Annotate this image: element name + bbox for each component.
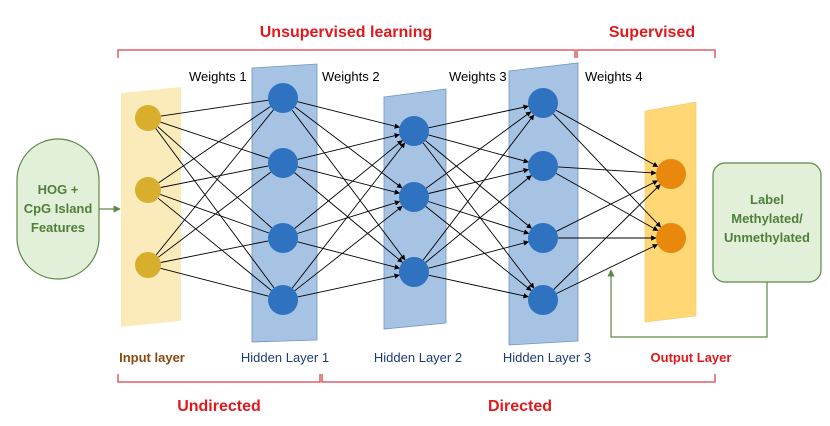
connection-hidden2-1-to-hidden3-3 [425, 140, 532, 229]
connection-input-1-to-hidden1-1 [160, 99, 269, 117]
hidden-layer-1-band [251, 63, 318, 343]
connection-input-3-to-hidden1-4 [160, 267, 269, 297]
hidden3-node-4 [528, 285, 558, 315]
connection-hidden2-3-to-hidden3-1 [422, 114, 535, 261]
weights-3-label: Weights 3 [449, 69, 507, 84]
connection-input-1-to-hidden1-4 [155, 128, 275, 289]
connection-hidden1-4-to-hidden2-1 [291, 142, 406, 289]
connection-hidden1-4-to-hidden2-3 [297, 273, 400, 298]
undirected-bracket [117, 374, 321, 383]
label-box-line-3: Unmethylated [724, 230, 810, 245]
directed-bracket [321, 374, 716, 383]
hidden-layer-2-label: Hidden Layer 2 [374, 350, 462, 365]
connection-hidden1-1-to-hidden2-2 [294, 106, 403, 189]
network-connections [155, 99, 662, 299]
hidden2-node-1 [399, 116, 429, 146]
connection-hidden1-3-to-hidden2-3 [297, 241, 401, 270]
hidden-layer-3-label: Hidden Layer 3 [503, 350, 591, 365]
hidden3-node-1 [528, 88, 558, 118]
connection-hidden2-1-to-hidden3-4 [422, 142, 535, 289]
network-nodes [135, 83, 686, 315]
weights-4-label: Weights 4 [585, 69, 643, 84]
unsupervised-bracket [117, 49, 576, 58]
connection-hidden2-3-to-hidden3-4 [428, 274, 529, 299]
output-layer-label: Output Layer [651, 350, 732, 365]
hidden2-node-2 [399, 182, 429, 212]
connection-input-2-to-hidden1-4 [157, 197, 272, 291]
feedback-arrow [607, 269, 768, 338]
input-node-2 [135, 177, 161, 203]
supervised-label: Supervised [609, 24, 695, 41]
weights-2-label: Weights 2 [322, 69, 380, 84]
hidden2-node-3 [399, 257, 429, 287]
unsupervised-learning-label: Unsupervised learning [260, 24, 433, 41]
connection-hidden3-2-to-output-1 [557, 166, 657, 176]
hidden1-node-3 [268, 223, 298, 253]
input-node-3 [135, 252, 161, 278]
connection-hidden2-2-to-hidden3-3 [428, 201, 530, 235]
connection-hidden2-1-to-hidden3-1 [428, 104, 529, 129]
hidden-layer-1-label: Hidden Layer 1 [241, 350, 329, 365]
connection-input-2-to-hidden1-2 [160, 165, 269, 188]
connection-hidden3-2-to-output-2 [555, 173, 659, 231]
connection-input-3-to-hidden1-3 [160, 240, 269, 263]
connection-hidden3-1-to-output-2 [552, 113, 662, 228]
connection-hidden2-2-to-hidden3-4 [425, 206, 532, 291]
connection-hidden2-3-to-hidden3-3 [428, 240, 530, 269]
connection-hidden2-2-to-hidden3-1 [425, 111, 532, 189]
hidden3-node-2 [528, 151, 558, 181]
connection-hidden1-1-to-hidden2-1 [297, 101, 401, 129]
connection-hidden3-4-to-output-1 [553, 184, 661, 290]
input-features-line-3: Features [31, 220, 85, 235]
connection-hidden2-1-to-hidden3-2 [428, 134, 530, 164]
input-node-1 [135, 105, 161, 131]
connection-hidden1-3-to-hidden2-2 [297, 200, 401, 234]
hidden3-node-3 [528, 223, 558, 253]
label-box-line-1: Label [750, 192, 784, 207]
connection-hidden2-3-to-hidden3-2 [425, 175, 532, 263]
connection-hidden1-3-to-hidden2-1 [294, 140, 403, 229]
connection-input-1-to-hidden1-2 [160, 121, 269, 159]
connection-hidden2-2-to-hidden3-2 [428, 168, 529, 194]
connection-hidden1-4-to-hidden2-2 [294, 205, 403, 292]
connection-input-3-to-hidden1-2 [158, 171, 272, 258]
connection-hidden1-2-to-hidden2-2 [297, 166, 401, 195]
weights-1-label: Weights 1 [189, 69, 247, 84]
connection-input-2-to-hidden1-3 [160, 193, 270, 234]
connection-input-2-to-hidden1-1 [158, 106, 271, 184]
undirected-label: Undirected [177, 398, 261, 415]
supervised-bracket [576, 49, 716, 58]
input-features-line-2: CpG Island [24, 201, 93, 216]
hidden1-node-4 [268, 285, 298, 315]
hidden-layer-3-band [508, 62, 579, 346]
label-box-line-2: Methylated/ [731, 211, 803, 226]
input-features-line-1: HOG + [38, 182, 79, 197]
connection-input-1-to-hidden1-3 [157, 126, 273, 229]
connection-input-3-to-hidden1-1 [155, 109, 274, 256]
connection-hidden3-3-to-output-1 [556, 180, 659, 232]
hidden1-node-1 [268, 83, 298, 113]
connection-hidden3-4-to-output-2 [556, 244, 658, 294]
directed-label: Directed [488, 398, 552, 415]
output-node-1 [656, 159, 686, 189]
connection-hidden1-2-to-hidden2-1 [297, 133, 400, 160]
input-layer-label: Input layer [119, 350, 185, 365]
connection-hidden3-1-to-output-1 [555, 109, 659, 168]
output-layer-band [644, 101, 697, 323]
output-node-2 [656, 223, 686, 253]
hidden1-node-2 [268, 148, 298, 178]
